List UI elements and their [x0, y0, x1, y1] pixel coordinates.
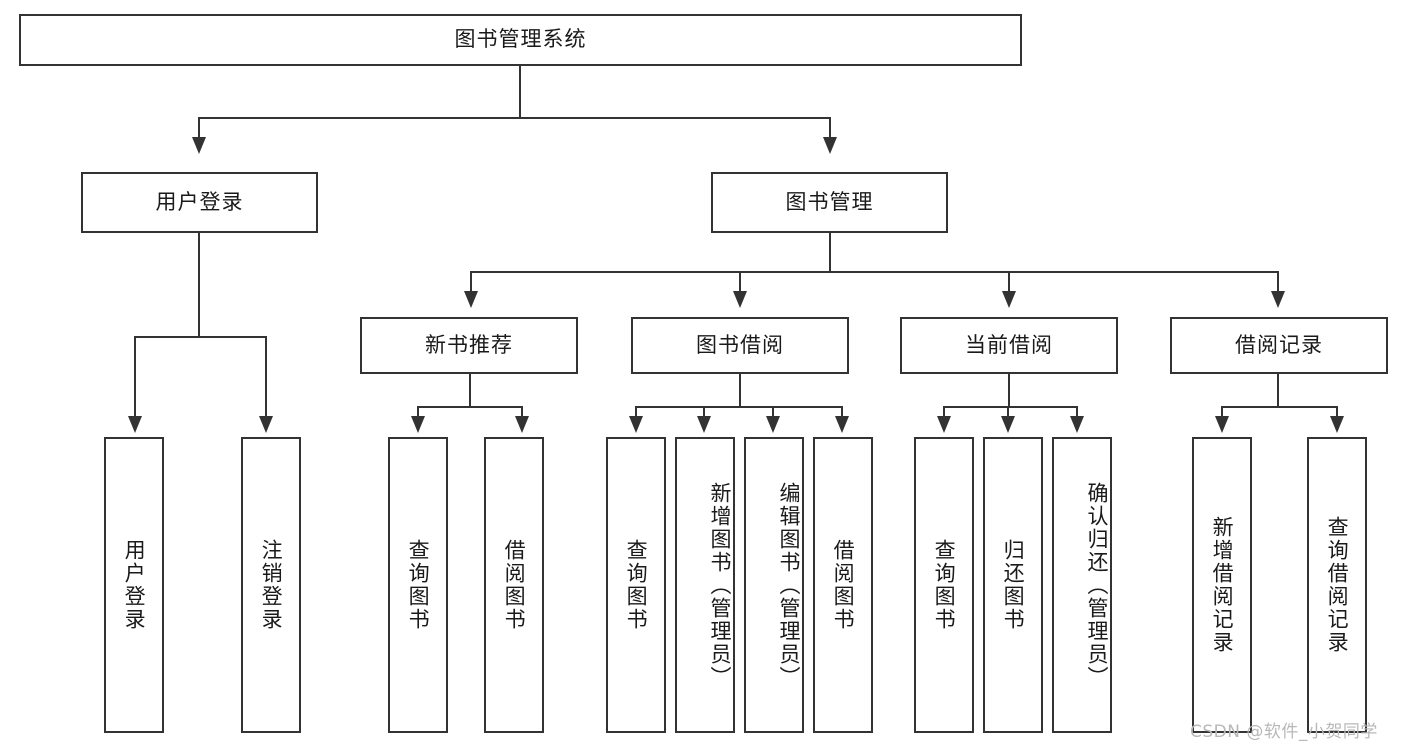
connector-book-borrow-bar — [635, 406, 842, 408]
connector-book-manage-drop-1 — [470, 271, 472, 293]
connector-book-manage-drop-2 — [739, 271, 741, 293]
connector-new-book-stem — [469, 374, 471, 408]
node-label: 借阅图书 — [502, 539, 527, 631]
arrow-book-manage-child-4 — [1271, 291, 1285, 308]
csdn-watermark: CSDN @软件_小贺同学 — [1190, 722, 1378, 742]
connector-book-borrow-drop-4 — [841, 406, 843, 418]
connector-book-manage-bar — [470, 271, 1277, 273]
node-label: 图书管理 — [785, 189, 874, 214]
leaf-book-borrow-add[interactable]: 新增图书（管理员） — [675, 437, 735, 733]
connector-book-manage-drop-3 — [1008, 271, 1010, 293]
node-user-login[interactable]: 用户登录 — [81, 172, 318, 233]
connector-new-book-drop-2 — [521, 406, 523, 418]
node-label: 用户登录 — [122, 539, 147, 631]
arrow-borrow-record-leaf-2 — [1330, 416, 1344, 433]
leaf-borrow-record-add[interactable]: 新增借阅记录 — [1192, 437, 1252, 733]
connector-root-stem — [519, 66, 521, 118]
connector-book-borrow-drop-3 — [772, 406, 774, 418]
arrow-book-borrow-leaf-3 — [766, 416, 780, 433]
connector-borrow-record-drop-1 — [1221, 406, 1223, 418]
arrow-borrow-record-leaf-1 — [1215, 416, 1229, 433]
connector-current-borrow-drop-3 — [1076, 406, 1078, 418]
connector-current-borrow-bar — [943, 406, 1077, 408]
node-label: 新增图书（管理员） — [708, 481, 732, 689]
connector-user-login-stem — [198, 233, 200, 337]
connector-current-borrow-drop-1 — [943, 406, 945, 418]
node-borrow-record[interactable]: 借阅记录 — [1170, 317, 1388, 374]
arrow-current-borrow-leaf-3 — [1070, 416, 1084, 433]
arrow-book-manage-child-2 — [733, 291, 747, 308]
node-book-borrow[interactable]: 图书借阅 — [631, 317, 849, 374]
arrow-book-borrow-leaf-1 — [629, 416, 643, 433]
leaf-current-borrow-return[interactable]: 归还图书 — [983, 437, 1043, 733]
arrow-root-to-book-manage — [823, 137, 837, 154]
arrow-user-login-leaf-2 — [259, 416, 273, 433]
connector-book-borrow-drop-1 — [635, 406, 637, 418]
leaf-current-borrow-query[interactable]: 查询图书 — [914, 437, 974, 733]
leaf-user-login-login[interactable]: 用户登录 — [104, 437, 164, 733]
arrow-book-borrow-leaf-4 — [835, 416, 849, 433]
node-label: 归还图书 — [1001, 539, 1026, 631]
connector-new-book-drop-1 — [417, 406, 419, 418]
connector-root-bar — [198, 117, 830, 119]
connector-book-borrow-drop-2 — [703, 406, 705, 418]
connector-book-manage-stem — [829, 233, 831, 272]
node-label: 查询借阅记录 — [1325, 516, 1350, 654]
leaf-new-book-borrow[interactable]: 借阅图书 — [484, 437, 544, 733]
connector-user-login-drop-2 — [265, 336, 267, 418]
leaf-new-book-query[interactable]: 查询图书 — [388, 437, 448, 733]
leaf-book-borrow-borrow[interactable]: 借阅图书 — [813, 437, 873, 733]
node-label: 查询图书 — [624, 539, 649, 631]
node-label: 注销登录 — [259, 539, 284, 631]
leaf-user-login-logout[interactable]: 注销登录 — [241, 437, 301, 733]
node-label: 当前借阅 — [965, 332, 1053, 357]
connector-user-login-bar — [134, 336, 265, 338]
node-label: 新书推荐 — [425, 332, 513, 357]
connector-new-book-bar — [417, 406, 522, 408]
arrow-current-borrow-leaf-2 — [1001, 416, 1015, 433]
connector-current-borrow-drop-2 — [1007, 406, 1009, 418]
node-label: 查询图书 — [406, 539, 431, 631]
connector-book-borrow-stem — [739, 374, 741, 408]
node-label: 图书管理系统 — [454, 27, 587, 52]
arrow-new-book-leaf-1 — [411, 416, 425, 433]
node-label: 借阅图书 — [831, 539, 856, 631]
arrow-current-borrow-leaf-1 — [937, 416, 951, 433]
connector-borrow-record-drop-2 — [1336, 406, 1338, 418]
connector-user-login-drop-1 — [134, 336, 136, 418]
connector-root-to-book-manage — [829, 117, 831, 139]
node-root-system[interactable]: 图书管理系统 — [19, 14, 1022, 66]
node-label: 用户登录 — [155, 189, 244, 214]
node-label: 新增借阅记录 — [1210, 516, 1235, 654]
leaf-current-borrow-confirm[interactable]: 确认归还（管理员） — [1052, 437, 1112, 733]
node-label: 查询图书 — [932, 539, 957, 631]
node-label: 确认归还（管理员） — [1085, 481, 1109, 689]
node-current-borrow[interactable]: 当前借阅 — [900, 317, 1118, 374]
leaf-borrow-record-query[interactable]: 查询借阅记录 — [1307, 437, 1367, 733]
arrow-book-manage-child-1 — [464, 291, 478, 308]
connector-current-borrow-stem — [1008, 374, 1010, 408]
connector-borrow-record-bar — [1221, 406, 1337, 408]
node-label: 编辑图书（管理员） — [777, 481, 801, 689]
node-book-manage[interactable]: 图书管理 — [711, 172, 948, 233]
arrow-user-login-leaf-1 — [128, 416, 142, 433]
connector-book-manage-drop-4 — [1277, 271, 1279, 293]
connector-root-to-user-login — [198, 117, 200, 139]
arrow-new-book-leaf-2 — [515, 416, 529, 433]
arrow-book-manage-child-3 — [1002, 291, 1016, 308]
leaf-book-borrow-query[interactable]: 查询图书 — [606, 437, 666, 733]
node-new-book-recommend[interactable]: 新书推荐 — [360, 317, 578, 374]
node-label: 图书借阅 — [696, 332, 784, 357]
node-label: 借阅记录 — [1235, 332, 1323, 357]
arrow-book-borrow-leaf-2 — [697, 416, 711, 433]
arrow-root-to-user-login — [192, 137, 206, 154]
leaf-book-borrow-edit[interactable]: 编辑图书（管理员） — [744, 437, 804, 733]
connector-borrow-record-stem — [1277, 374, 1279, 408]
